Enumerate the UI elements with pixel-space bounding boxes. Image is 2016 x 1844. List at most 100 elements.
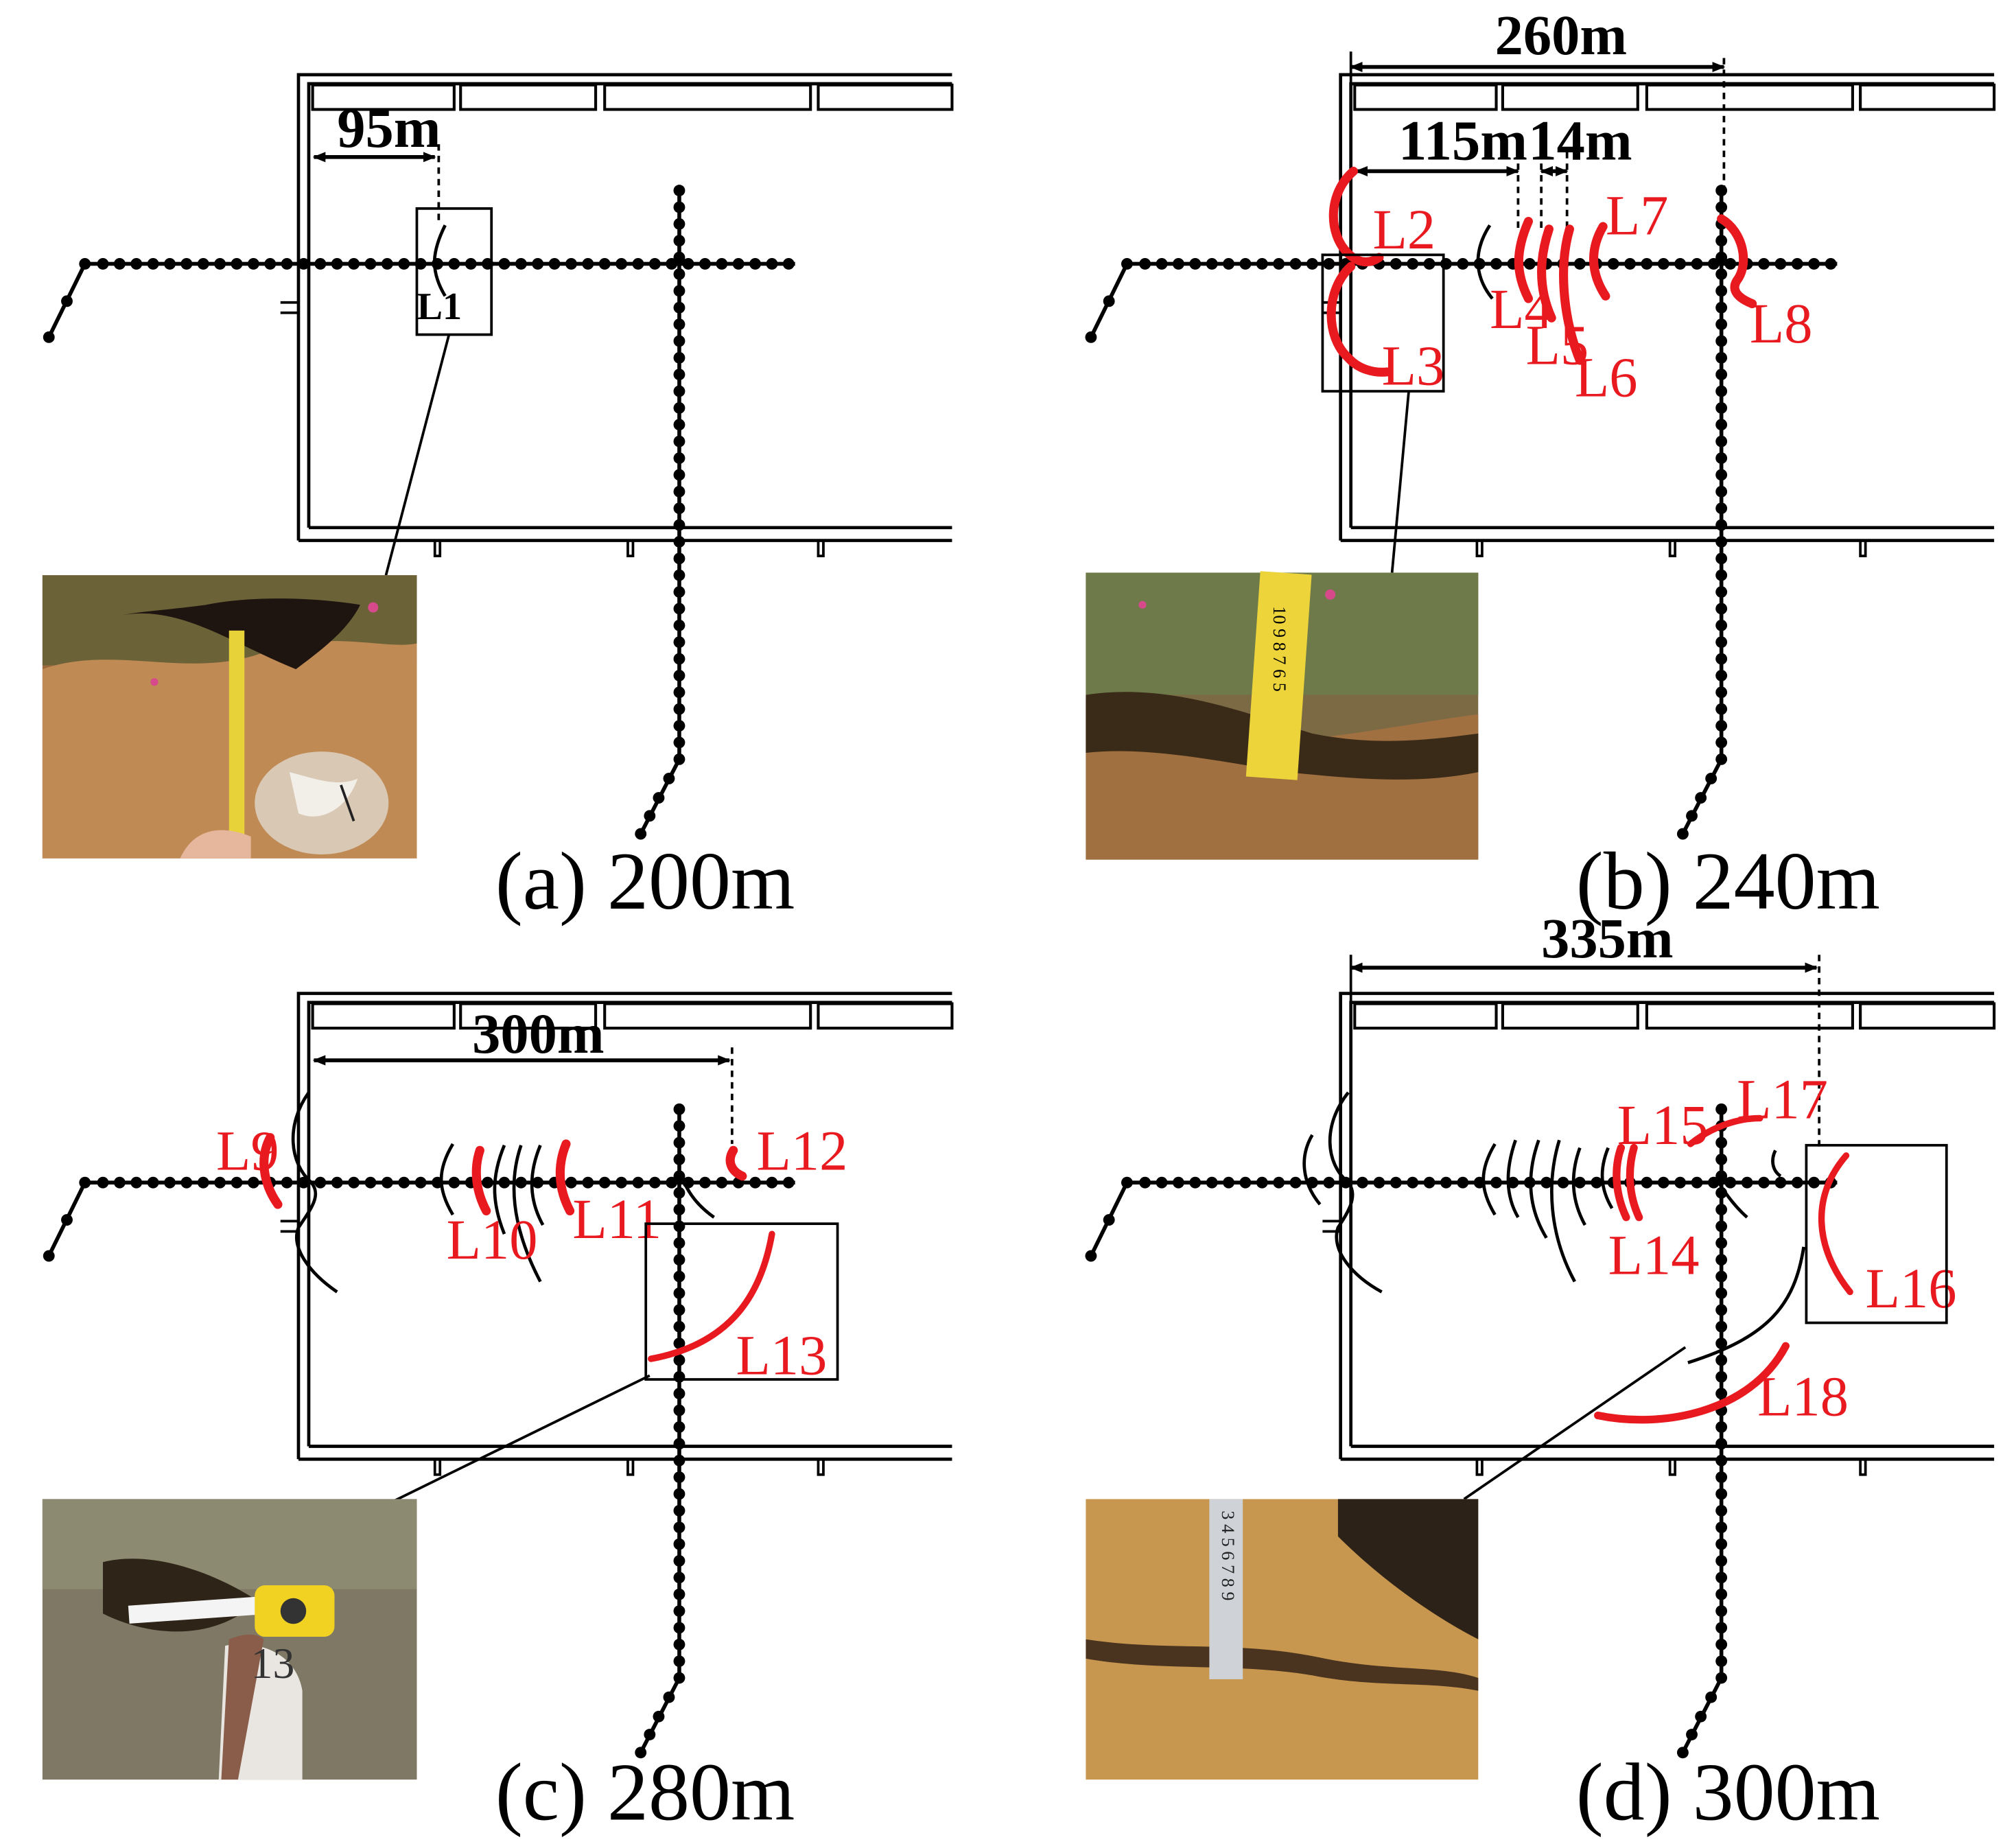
survey-point	[1289, 258, 1302, 270]
crack-L7: L7	[1589, 183, 1669, 301]
survey-point	[1715, 1320, 1728, 1333]
survey-point	[616, 1176, 628, 1189]
survey-point	[653, 1710, 665, 1723]
crack-old	[1476, 224, 1494, 300]
survey-point	[663, 773, 675, 784]
survey-point	[1715, 1370, 1728, 1383]
survey-points-vertical	[1676, 1103, 1728, 1759]
survey-point	[1715, 1588, 1728, 1600]
survey-point	[231, 258, 243, 270]
survey-point	[1715, 335, 1728, 347]
survey-point	[1507, 1176, 1519, 1189]
survey-point	[548, 258, 561, 270]
survey-point	[716, 258, 728, 270]
survey-point	[673, 619, 685, 631]
survey-point	[782, 258, 795, 270]
survey-point	[1715, 519, 1728, 531]
survey-point	[1223, 258, 1234, 270]
callout-line	[384, 334, 451, 576]
survey-point	[1407, 1176, 1419, 1189]
survey-point	[1490, 258, 1502, 270]
survey-point	[482, 1176, 494, 1189]
survey-point	[673, 1254, 685, 1266]
crack-label: L8	[1750, 292, 1813, 355]
survey-point	[1741, 1176, 1753, 1189]
survey-point	[1674, 258, 1687, 270]
survey-point	[180, 258, 193, 270]
survey-point	[1715, 1638, 1728, 1650]
survey-point	[1715, 552, 1728, 565]
crack-L17: L17	[1687, 1067, 1828, 1147]
survey-point	[247, 1176, 259, 1189]
survey-point	[147, 1176, 159, 1189]
survey-point	[1523, 258, 1536, 270]
survey-point	[673, 1187, 685, 1199]
survey-point	[732, 258, 745, 270]
tape-marks: 10 9 8 7 6 5	[1269, 606, 1289, 692]
survey-point	[43, 1250, 55, 1262]
survey-point	[214, 258, 226, 270]
crack-label: L18	[1757, 1365, 1849, 1428]
survey-point	[1273, 258, 1285, 270]
survey-point	[1085, 1250, 1097, 1262]
survey-point	[264, 258, 277, 270]
survey-point	[673, 369, 685, 381]
survey-point	[648, 258, 661, 270]
survey-point	[1624, 258, 1636, 270]
survey-point	[673, 1504, 685, 1517]
survey-point	[1239, 258, 1252, 270]
survey-point	[1715, 469, 1728, 481]
survey-point	[1715, 1605, 1728, 1617]
survey-point	[1156, 258, 1168, 270]
survey-point	[43, 331, 55, 343]
survey-point	[1791, 258, 1803, 270]
crack-L12: L12	[725, 1119, 847, 1182]
survey-point	[1715, 1237, 1728, 1249]
survey-point	[1715, 369, 1728, 381]
survey-point	[130, 258, 143, 270]
survey-point	[673, 1488, 685, 1500]
survey-point	[1758, 258, 1770, 270]
survey-point	[1695, 1710, 1707, 1723]
survey-point	[598, 1176, 611, 1189]
survey-point	[1715, 603, 1728, 615]
survey-point	[381, 1176, 393, 1189]
survey-point	[1715, 536, 1728, 548]
survey-point	[1306, 258, 1318, 270]
survey-point	[673, 519, 685, 531]
survey-point	[673, 536, 685, 548]
survey-point	[673, 218, 685, 230]
survey-point	[673, 1404, 685, 1416]
survey-point	[673, 1471, 685, 1483]
survey-point	[1239, 1176, 1252, 1189]
crack-L6: L6	[1559, 224, 1638, 409]
panel-a: 95m L1 (a) 200m	[42, 75, 952, 926]
survey-point	[1715, 419, 1728, 431]
survey-point	[1440, 258, 1452, 270]
survey-point	[1724, 1176, 1737, 1189]
dimension-label: 115m	[1398, 109, 1527, 172]
panel-b: 260m 115m 14m L2 L3 L4 L5	[1085, 3, 1994, 926]
survey-point	[1139, 258, 1151, 270]
survey-point	[1490, 1176, 1502, 1189]
survey-point	[1390, 258, 1402, 270]
survey-point	[582, 258, 594, 270]
survey-point	[673, 1605, 685, 1617]
survey-point	[673, 1304, 685, 1316]
survey-point	[1774, 258, 1787, 270]
survey-point	[1103, 295, 1115, 307]
survey-point	[1705, 773, 1718, 784]
survey-point	[1715, 569, 1728, 581]
crack-L2: L2	[1328, 166, 1435, 266]
survey-point	[231, 1176, 243, 1189]
survey-point	[1657, 258, 1669, 270]
survey-point	[1724, 258, 1737, 270]
survey-point	[1715, 720, 1728, 732]
survey-point	[1676, 828, 1689, 840]
site-photo: 3 4 5 6 7 8 9	[1086, 1499, 1479, 1780]
survey-point	[666, 258, 678, 270]
survey-point	[465, 258, 477, 270]
survey-point	[673, 1572, 685, 1584]
survey-point	[1715, 402, 1728, 414]
survey-point	[1172, 1176, 1184, 1189]
